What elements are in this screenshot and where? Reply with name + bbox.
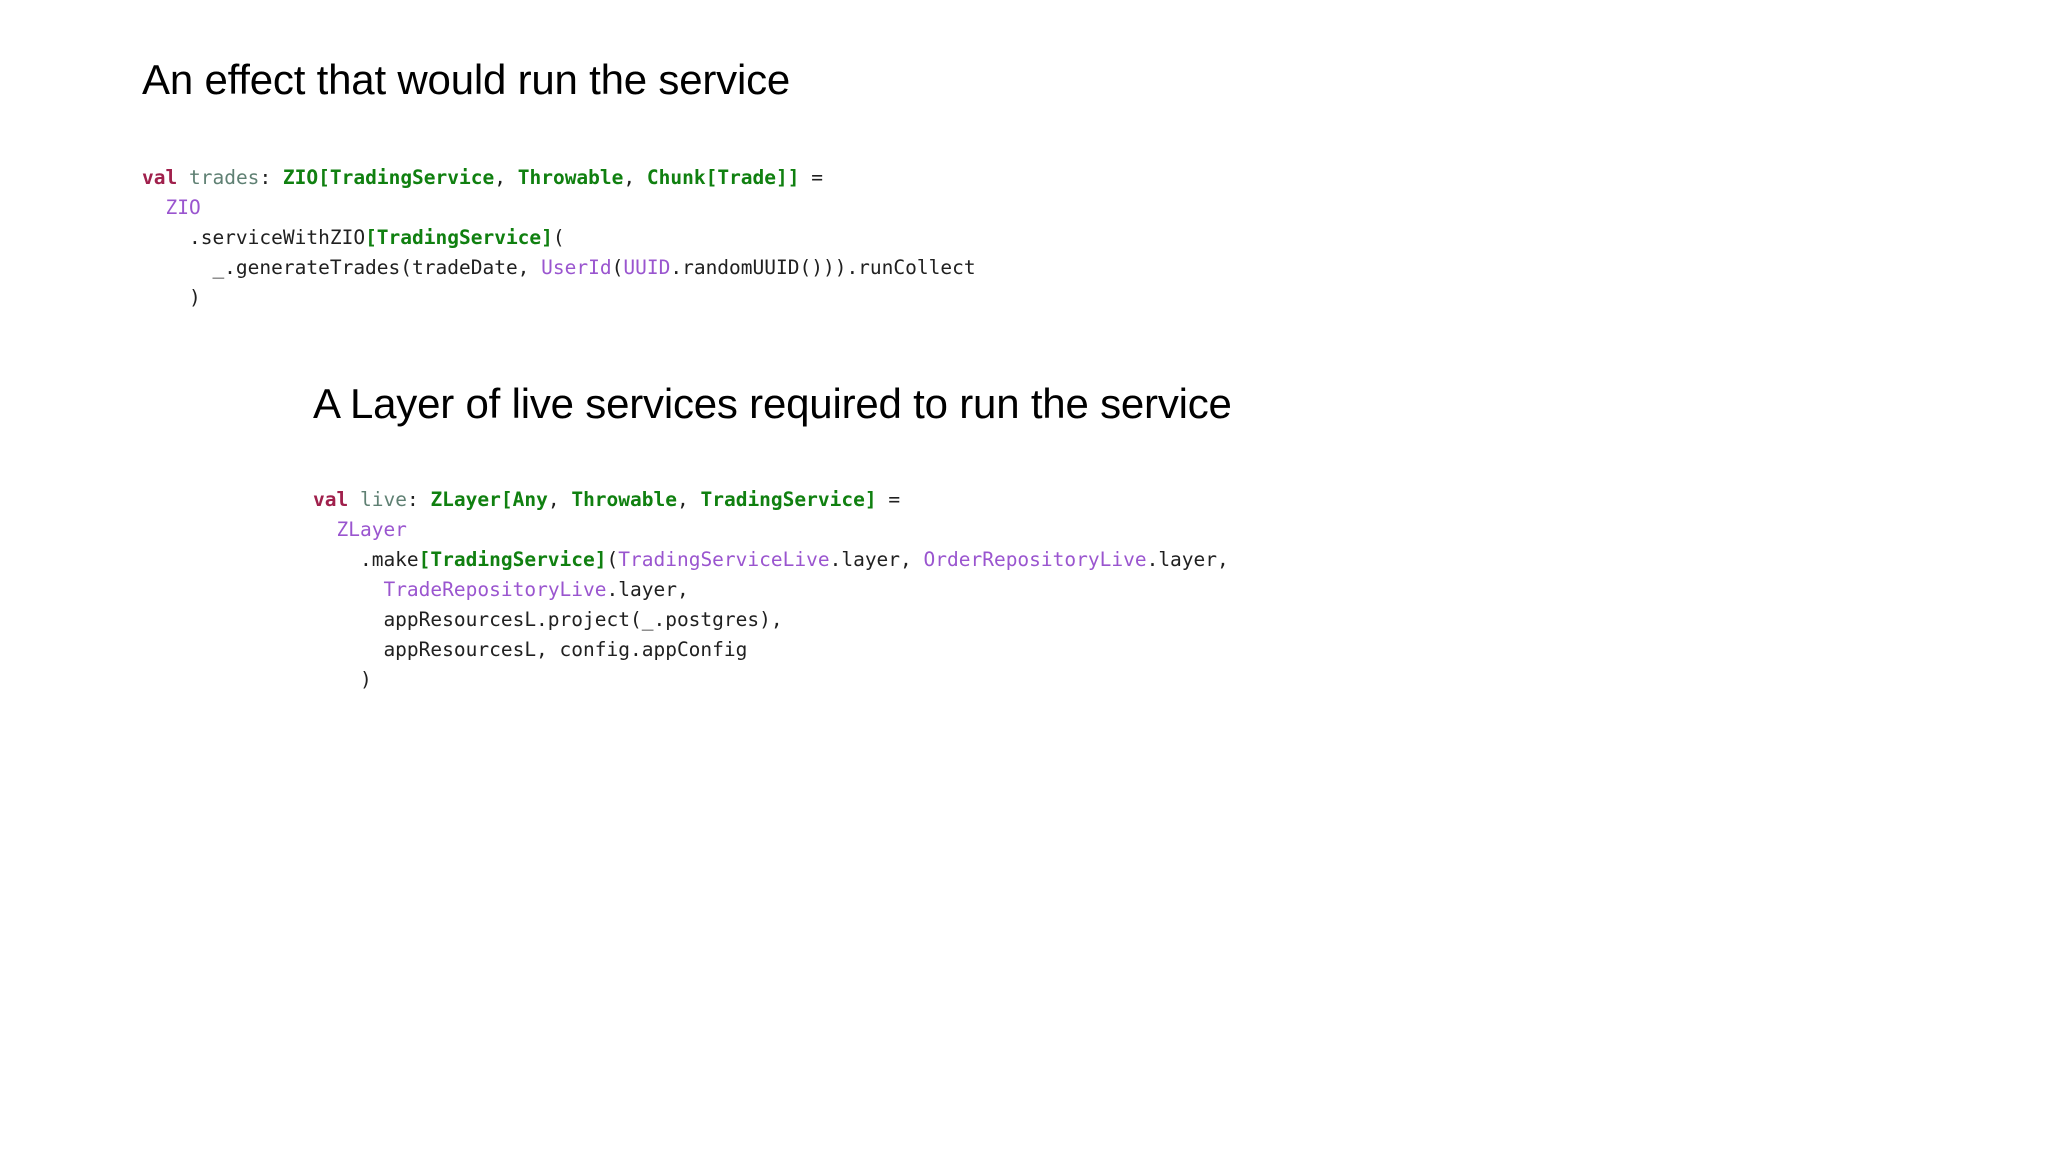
code-token-type: TradingService]: [700, 488, 877, 511]
code-token-plain: :: [259, 166, 283, 189]
code-token-plain: [313, 518, 336, 541]
code-line: val live: ZLayer[Any, Throwable, Trading…: [313, 485, 1229, 515]
code-line: appResourcesL, config.appConfig: [313, 635, 1229, 665]
code-token-type: Throwable: [517, 166, 624, 189]
code-token-ident: OrderRepositoryLive: [923, 548, 1147, 571]
code-line: ZLayer: [313, 515, 1229, 545]
code-token-plain: .randomUUID())).runCollect: [670, 256, 976, 279]
code-token-type: ZLayer[Any: [430, 488, 548, 511]
page-title-effect: An effect that would run the service: [142, 56, 791, 103]
code-token-plain: appResourcesL.project(_.postgres),: [313, 608, 783, 631]
code-token-ident: ZLayer: [336, 518, 407, 541]
code-token-plain: ,: [547, 488, 572, 511]
code-token-plain: :: [406, 488, 431, 511]
code-token-type: ZIO[TradingService: [282, 166, 495, 189]
code-token-ident: ZIO: [165, 196, 201, 219]
code-token-plain: .layer,: [1146, 548, 1229, 571]
code-token-plain: [348, 488, 360, 511]
code-token-plain: ): [313, 668, 372, 691]
code-line: .make[TradingService](TradingServiceLive…: [313, 545, 1229, 575]
code-token-plain: [142, 196, 165, 219]
code-token-plain: ): [142, 286, 201, 309]
code-line: TradeRepositoryLive.layer,: [313, 575, 1229, 605]
code-token-plain: [313, 578, 383, 601]
code-token-plain: .layer,: [829, 548, 924, 571]
code-token-ident: UUID: [623, 256, 671, 279]
code-token-plain: ,: [494, 166, 518, 189]
code-token-keyword: val: [142, 166, 178, 189]
page-title-layer: A Layer of live services required to run…: [313, 380, 1232, 427]
code-token-plain: (: [552, 226, 565, 249]
code-token-plain: .make: [313, 548, 419, 571]
code-token-ident: TradingServiceLive: [618, 548, 830, 571]
code-token-type: [TradingService]: [365, 226, 553, 249]
code-token-valname: live: [359, 488, 407, 511]
code-token-type: [TradingService]: [418, 548, 607, 571]
code-line: appResourcesL.project(_.postgres),: [313, 605, 1229, 635]
code-token-valname: trades: [188, 166, 260, 189]
code-token-ident: UserId: [541, 256, 612, 279]
code-token-plain: _.generateTrades(tradeDate,: [142, 256, 542, 279]
code-token-plain: =: [876, 488, 901, 511]
code-line: ): [313, 665, 1229, 695]
code-token-plain: (: [606, 548, 619, 571]
code-token-keyword: val: [313, 488, 349, 511]
code-token-type: Throwable: [571, 488, 677, 511]
code-line: ): [142, 283, 976, 313]
code-line: _.generateTrades(tradeDate, UserId(UUID.…: [142, 253, 976, 283]
code-token-ident: TradeRepositoryLive: [383, 578, 607, 601]
code-token-plain: .serviceWithZIO: [142, 226, 366, 249]
code-line: .serviceWithZIO[TradingService](: [142, 223, 976, 253]
code-token-plain: .layer,: [606, 578, 689, 601]
code-block-effect: val trades: ZIO[TradingService, Throwabl…: [142, 163, 976, 313]
code-token-plain: ,: [623, 166, 647, 189]
code-token-plain: appResourcesL, config.appConfig: [313, 638, 748, 661]
code-token-type: Chunk[Trade]]: [646, 166, 800, 189]
code-token-plain: ,: [677, 488, 701, 511]
code-block-layer: val live: ZLayer[Any, Throwable, Trading…: [313, 485, 1229, 695]
code-line: val trades: ZIO[TradingService, Throwabl…: [142, 163, 976, 193]
code-token-plain: (: [611, 256, 624, 279]
code-line: ZIO: [142, 193, 976, 223]
code-token-plain: [177, 166, 189, 189]
code-token-plain: =: [799, 166, 823, 189]
